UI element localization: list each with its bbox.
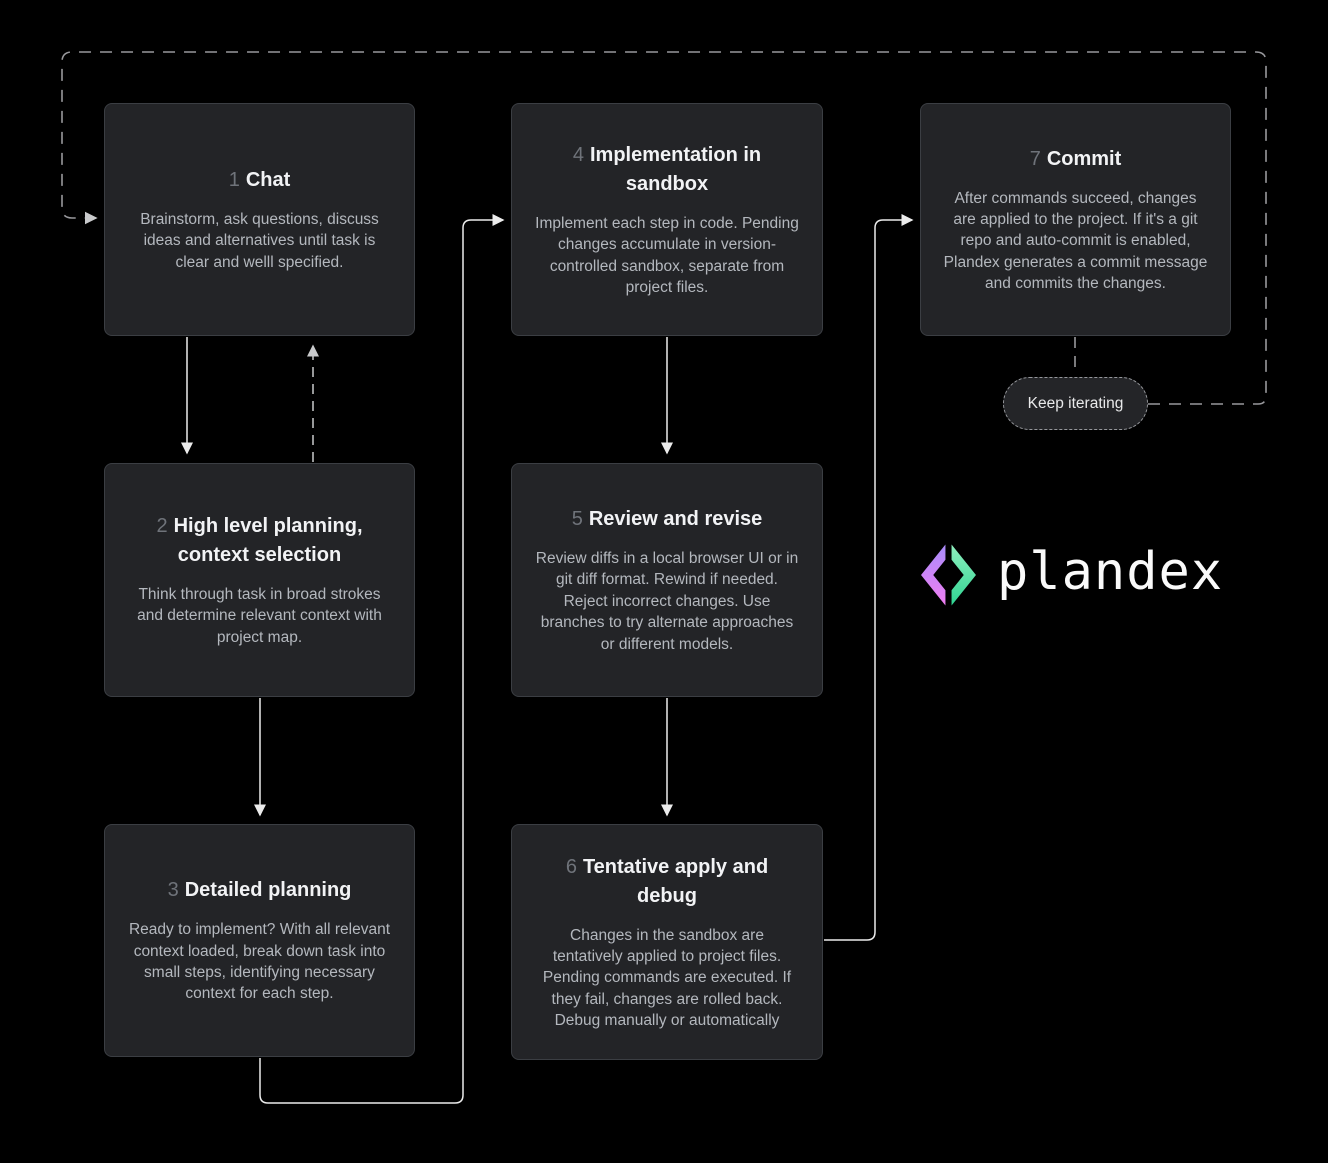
keep-iterating-label: Keep iterating [1027,394,1124,412]
code-brackets-diamond-icon [921,544,976,606]
step-number: 7 [1029,147,1041,170]
step-number: 4 [572,143,584,166]
step-number: 3 [167,879,179,902]
step-number: 1 [228,168,240,191]
step-body: Changes in the sandbox are tentatively a… [542,926,792,1030]
step-number: 5 [571,508,583,531]
keep-iterating-pill: Keep iterating [1003,377,1148,430]
step-body: Implement each step in code. Pending cha… [535,214,799,296]
step-body: After commands succeed, changes are appl… [943,189,1208,293]
connector-step3-to-step4 [259,214,505,1104]
step-body: Ready to implement? With all relevant co… [128,921,391,1003]
step-number: 6 [565,855,577,878]
connector-step6-to-step7 [824,214,914,941]
step-body: Think through task in broad strokes and … [137,585,382,646]
step-body: Review diffs in a local browser UI or in… [535,550,799,653]
step-body: Brainstorm, ask questions, discuss ideas… [140,210,379,271]
step-number: 2 [156,514,168,537]
plandex-logo-text: plandex [997,542,1224,602]
plandex-logo: plandex [920,543,1223,607]
